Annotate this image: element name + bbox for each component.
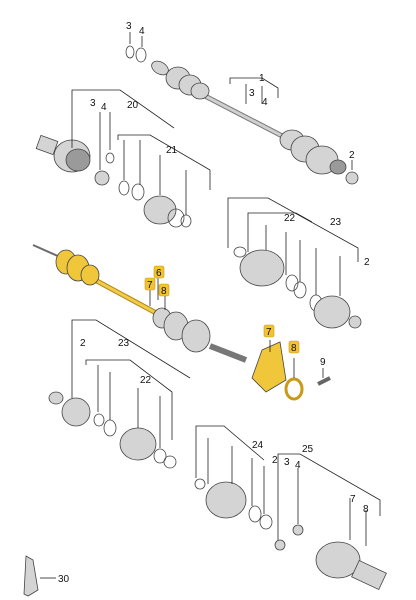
- callout-3-bottom: 3: [284, 457, 290, 468]
- joint-set-bottom-right: [194, 478, 387, 591]
- ring-4-top: [135, 47, 147, 63]
- bolt-9: [317, 376, 331, 386]
- callout-24: 24: [252, 440, 264, 451]
- callout-4-left: 4: [101, 102, 107, 113]
- callout-22-right: 22: [284, 213, 296, 224]
- callout-4-top: 4: [139, 26, 145, 37]
- nut-2-top: [345, 171, 359, 185]
- callout-2-top-right: 2: [349, 150, 355, 161]
- callout-3-shaft-top: 3: [249, 88, 255, 99]
- ring-3-top: [125, 45, 135, 59]
- drive-shaft-top: [151, 60, 347, 175]
- callout-7-bottom: 7: [350, 494, 356, 505]
- highlight-backdrops: [144, 265, 300, 354]
- callout-labels: 3 4 1 3 4 2 3 4 20 21 22 23 2 6 7 8 7 8 …: [58, 21, 370, 585]
- callout-2-left: 2: [80, 338, 86, 349]
- joint-set-lower-left: [48, 391, 177, 469]
- callout-23-right: 23: [330, 217, 342, 228]
- callout-4-bottom: 4: [295, 460, 301, 471]
- callout-21: 21: [166, 145, 178, 156]
- callout-2-right: 2: [364, 257, 370, 268]
- callout-2-bottom: 2: [272, 455, 278, 466]
- heat-shield-7: [251, 341, 287, 393]
- callout-8-highlighted-b: 8: [291, 343, 297, 354]
- callout-6-highlighted: 6: [156, 268, 162, 279]
- callout-8-highlighted-a: 8: [161, 286, 167, 297]
- callout-20: 20: [127, 100, 139, 111]
- callout-23-left: 23: [118, 338, 130, 349]
- callout-3-left: 3: [90, 98, 96, 109]
- tool-30: [23, 555, 39, 597]
- callout-8-bottom: 8: [363, 504, 369, 515]
- callout-9: 9: [320, 357, 326, 368]
- callout-4-shaft-top: 4: [262, 97, 268, 108]
- callout-25: 25: [302, 444, 314, 455]
- callout-22-left: 22: [140, 375, 152, 386]
- leader-lines: [40, 32, 381, 579]
- callout-30: 30: [58, 574, 70, 585]
- callout-7-highlighted-a: 7: [147, 280, 153, 291]
- drive-shaft-highlighted: [32, 244, 248, 363]
- callout-7-highlighted-b: 7: [266, 327, 272, 338]
- inner-joint-set-right: [233, 246, 362, 329]
- callout-1: 1: [259, 73, 265, 84]
- washer-8: [284, 377, 304, 401]
- callout-3-top: 3: [126, 21, 132, 32]
